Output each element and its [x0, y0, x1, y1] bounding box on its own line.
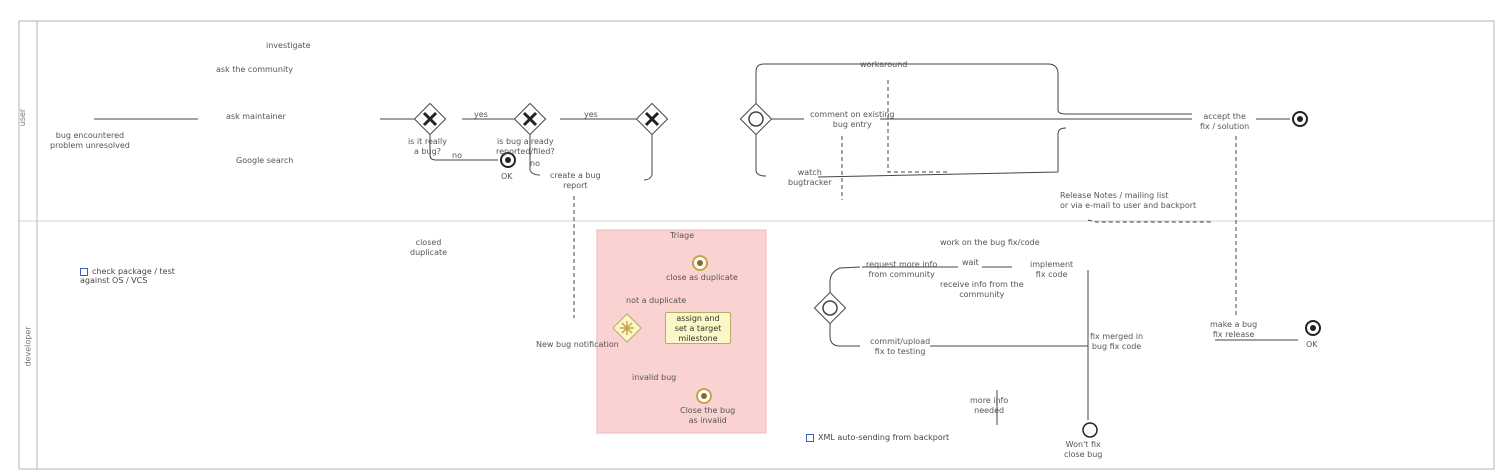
- label-ask-maintainer: ask maintainer: [226, 112, 286, 121]
- end-event-close-invalid[interactable]: [696, 388, 712, 404]
- annotation-check-package-text: check package / test against OS / VCS: [80, 267, 175, 285]
- annotation-auto-notify: XML auto-sending from backport: [806, 433, 949, 442]
- label-request-info: request more info from community: [866, 260, 938, 279]
- lane-label-developer: developer: [23, 326, 33, 367]
- label-work-on-fix: work on the bug fix/code: [940, 238, 1040, 247]
- label-commit-fix: commit/upload fix to testing: [870, 337, 931, 356]
- label-comment-bug-entry: comment on existing bug entry: [810, 110, 895, 129]
- label-triage: Triage: [670, 231, 695, 240]
- annotation-check-package: check package / test against OS / VCS: [80, 267, 175, 285]
- gateway-merge[interactable]: [635, 102, 669, 136]
- label-already-reported: is bug already reported/filed?: [496, 137, 555, 156]
- label-ok-1: OK: [501, 172, 513, 181]
- end-event-accept[interactable]: [1292, 111, 1308, 127]
- label-bug-encountered: bug encountered problem unresolved: [50, 131, 130, 150]
- label-no-1: no: [452, 151, 462, 160]
- gateway-is-bug[interactable]: [413, 102, 447, 136]
- label-no-2: no: [530, 159, 540, 168]
- label-closed-duplicate: closed duplicate: [410, 238, 448, 257]
- gateway-already-reported[interactable]: [513, 102, 547, 136]
- label-close-invalid: Close the bug as invalid: [680, 406, 736, 425]
- label-invalid: invalid bug: [632, 373, 677, 382]
- intermediate-event-wontfix[interactable]: [1082, 422, 1098, 438]
- annotation-auto-notify-text: XML auto-sending from backport: [818, 433, 950, 442]
- label-wait: wait: [962, 258, 979, 267]
- end-event-ok-1[interactable]: [500, 152, 516, 168]
- checkbox-icon: [806, 433, 814, 442]
- pool-border: [18, 20, 1495, 470]
- label-yes-1: yes: [474, 110, 488, 119]
- checkbox-icon: [80, 267, 88, 276]
- label-accept-fix: accept the fix / solution: [1200, 112, 1250, 131]
- label-implement-fix: implement fix code: [1030, 260, 1074, 279]
- label-ok-2: OK: [1306, 340, 1318, 349]
- gateway-event-based-user[interactable]: [739, 102, 773, 136]
- label-file-new-report: create a bug report: [550, 171, 601, 190]
- label-is-it-really-a-bug: is it really a bug?: [408, 137, 447, 156]
- gateway-event-based-dev[interactable]: [813, 291, 847, 325]
- label-ask-community: ask the community: [216, 65, 294, 74]
- gateway-parallel-triage[interactable]: [612, 313, 642, 343]
- label-google-search: Google search: [236, 156, 294, 165]
- end-event-close-duplicate[interactable]: [692, 255, 708, 271]
- label-receive-info: receive info from the community: [940, 280, 1024, 299]
- label-upload-fix: fix merged in bug fix code: [1090, 332, 1144, 351]
- label-wontfix: Won't fix close bug: [1064, 440, 1103, 459]
- label-yes-2: yes: [584, 110, 598, 119]
- assign-task[interactable]: assign and set a target milestone: [665, 312, 731, 344]
- label-close-duplicate: close as duplicate: [666, 273, 738, 282]
- label-make-release: make a bug fix release: [1210, 320, 1258, 339]
- end-event-ok-2[interactable]: [1305, 320, 1321, 336]
- lane-label-user: user: [18, 108, 28, 127]
- label-release-note: Release Notes / mailing list or via e-ma…: [1060, 191, 1197, 210]
- label-workaround: workaround: [860, 60, 908, 69]
- label-not-a-duplicate: not a duplicate: [626, 296, 687, 305]
- label-investigate: investigate: [266, 41, 311, 50]
- label-new-bug-notification: New bug notification: [536, 340, 619, 349]
- user-lane-flows: [94, 63, 1298, 425]
- label-watch-bugtracker: watch bugtracker: [788, 168, 832, 187]
- label-more-info-needed: more info needed: [970, 396, 1009, 415]
- message-flows: [573, 80, 1237, 318]
